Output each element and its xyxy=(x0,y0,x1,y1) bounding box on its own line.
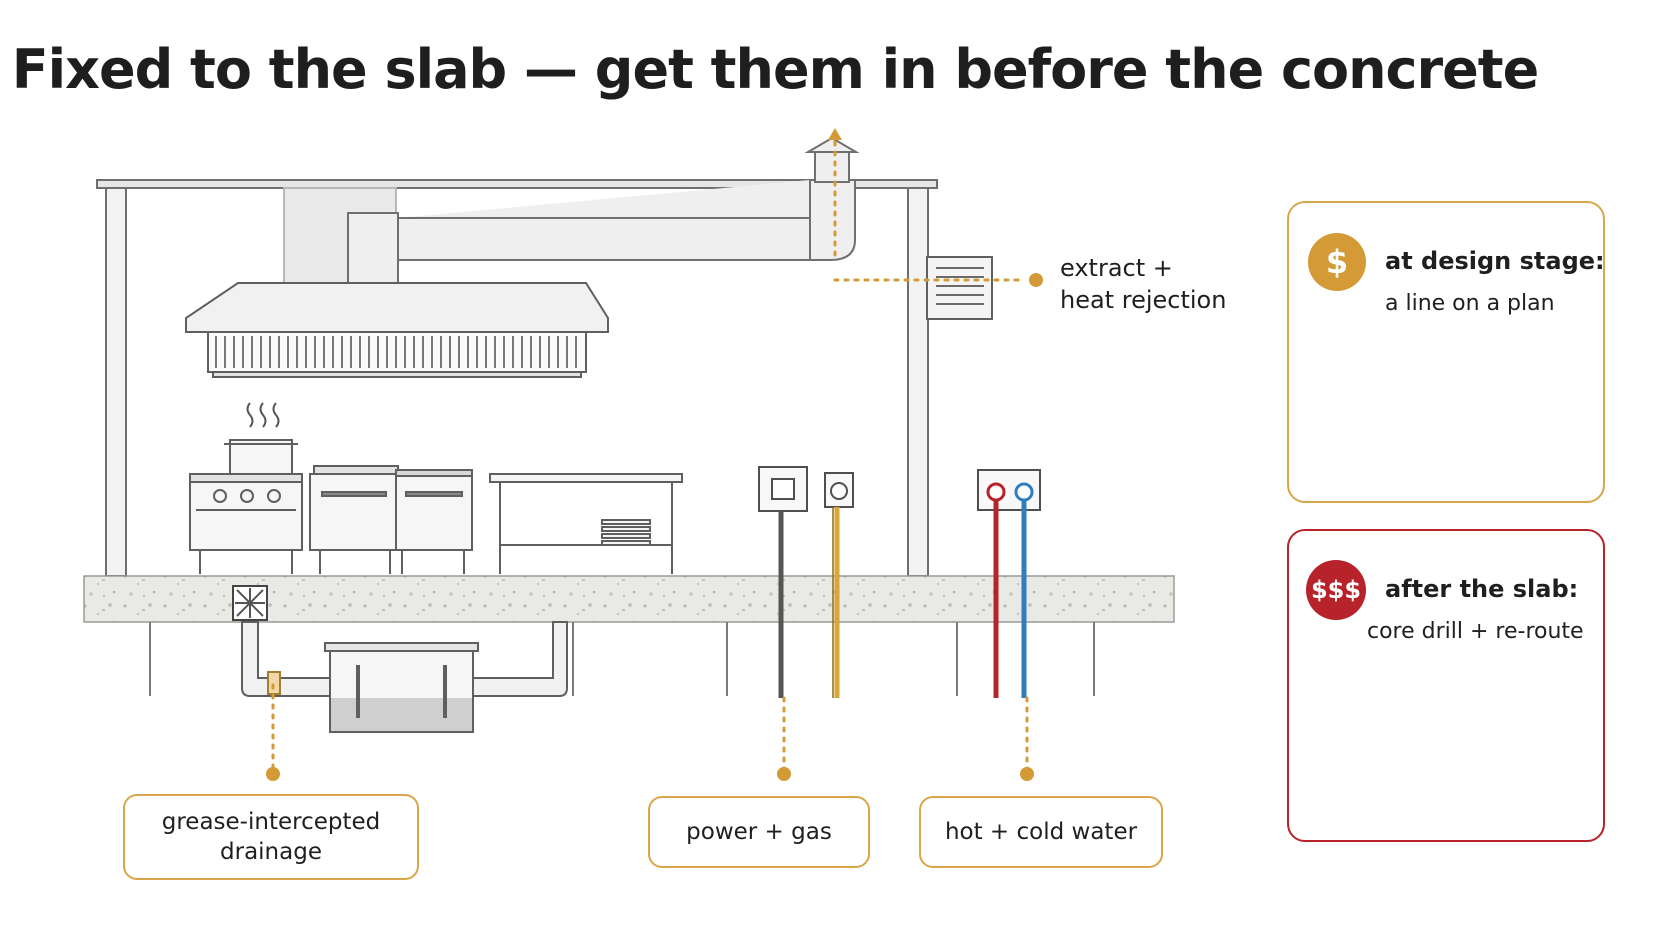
design-stage-heading: at design stage: xyxy=(1385,247,1605,275)
prep-table xyxy=(489,473,683,574)
drainage-callout-line1: grease-intercepted xyxy=(161,809,381,835)
water-callout-text: hot + cold water xyxy=(944,819,1138,845)
design-stage-sub: a line on a plan xyxy=(1385,291,1555,316)
power-gas-callout-text: power + gas xyxy=(686,819,832,845)
service-outlets xyxy=(758,466,1041,512)
power-gas-callout: power + gas xyxy=(648,796,870,868)
after-slab-heading: after the slab: xyxy=(1385,575,1579,603)
extract-hood xyxy=(185,282,609,378)
steam-icon xyxy=(246,402,280,428)
leader-lines xyxy=(271,128,1029,772)
under-slab-posts xyxy=(149,622,1095,696)
grease-trap xyxy=(324,642,479,733)
cooking-range xyxy=(189,439,303,574)
after-slab-sub: core drill + re-route xyxy=(1367,619,1584,644)
drainage-callout: grease-intercepted drainage xyxy=(123,794,419,880)
page-title: Fixed to the slab — get them in before t… xyxy=(11,38,1540,101)
drainage-pipe xyxy=(241,621,568,697)
heat-rejection-louvre xyxy=(926,256,993,320)
floor-drain xyxy=(232,585,268,621)
extract-callout-line2: heat rejection xyxy=(1060,286,1227,314)
water-callout: hot + cold water xyxy=(919,796,1163,868)
oven-units xyxy=(309,465,473,574)
after-slab-card: $$$ after the slab: core drill + re-rout… xyxy=(1287,529,1605,842)
service-pipes xyxy=(778,500,1027,698)
leader-dots xyxy=(266,273,1043,781)
exhaust-arrow-icon xyxy=(828,128,842,140)
design-stage-card: $ at design stage: a line on a plan xyxy=(1287,201,1605,503)
drainage-callout-line2: drainage xyxy=(220,839,322,865)
extract-callout-line1: extract + xyxy=(1060,254,1173,282)
extract-callout: extract + heat rejection xyxy=(1060,252,1226,316)
extract-duct xyxy=(347,136,860,284)
triple-dollar-icon: $$$ xyxy=(1306,560,1366,620)
dollar-icon: $ xyxy=(1308,233,1366,291)
